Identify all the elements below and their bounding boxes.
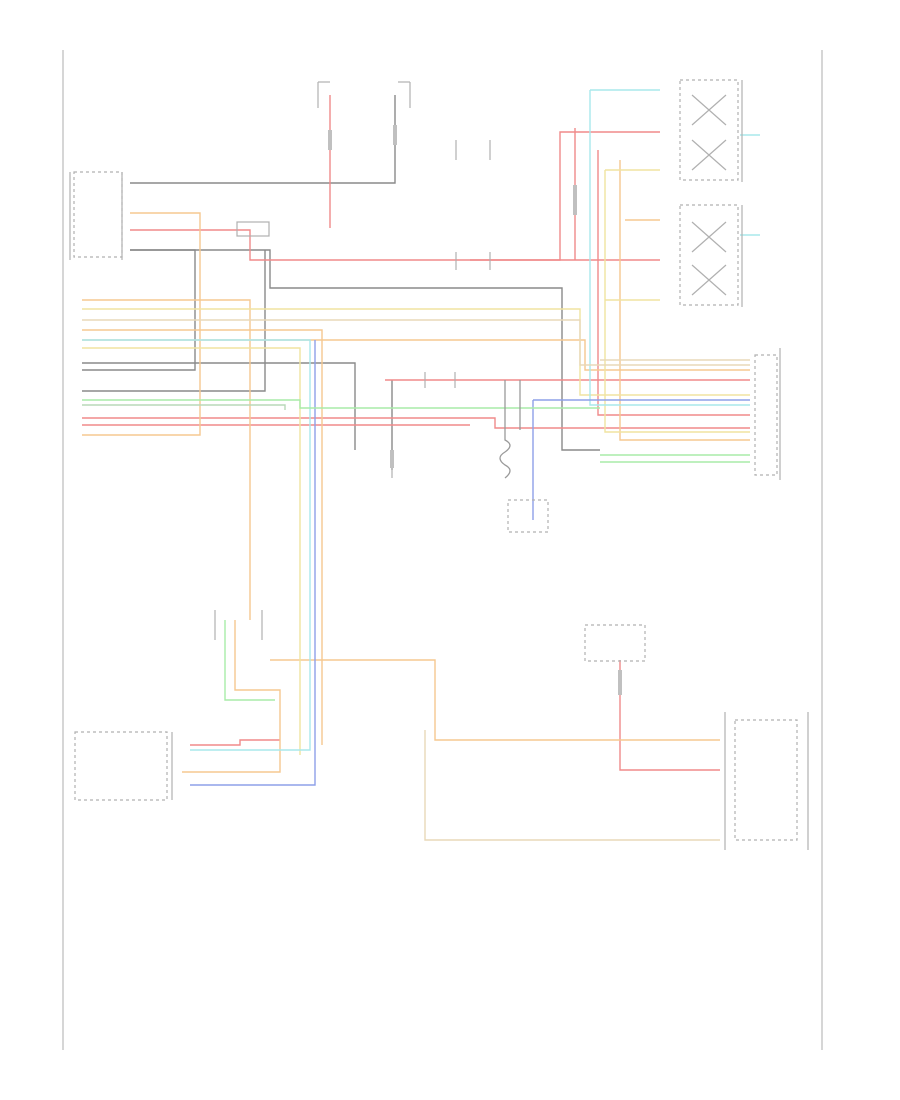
component-right-speaker-top — [679, 79, 743, 182]
component-right-lower-switch — [584, 624, 646, 662]
component-left-connector — [69, 171, 123, 260]
wire-light-blue — [82, 89, 760, 751]
component-right-connector — [754, 348, 781, 480]
component-switch-top — [455, 140, 491, 160]
wire-green — [82, 399, 750, 701]
wire-connector-marks — [328, 125, 622, 695]
wire-blue — [190, 340, 750, 786]
page-frame — [62, 50, 823, 1050]
component-center-switch — [424, 372, 456, 388]
wire-red — [82, 95, 750, 771]
component-right-speaker-bottom — [679, 204, 743, 307]
component-bottom-center-box — [507, 499, 549, 533]
component-switch-mid — [455, 252, 491, 270]
wire-dark-green — [82, 404, 286, 410]
component-bottom-right-cluster — [724, 712, 809, 850]
wire-orange — [82, 160, 750, 773]
component-left-lower-connectors — [214, 610, 263, 640]
component-top-speaker-inputs — [317, 81, 411, 108]
wire-black — [82, 95, 600, 470]
wire-tan — [82, 319, 750, 841]
wire-coil — [499, 380, 521, 479]
component-junction — [236, 221, 270, 237]
component-bottom-left-cluster — [74, 731, 173, 801]
